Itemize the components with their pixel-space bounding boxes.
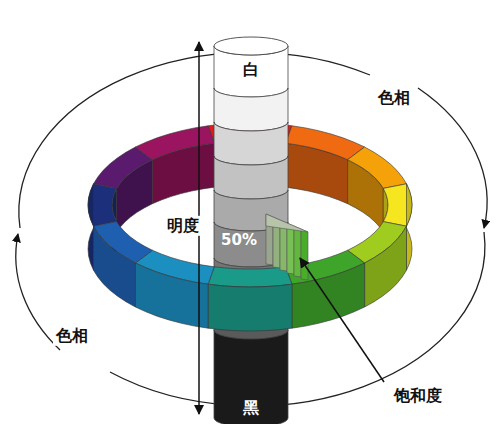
saturation-step	[287, 223, 294, 274]
saturation-top	[266, 214, 308, 232]
column-top	[214, 37, 288, 55]
hue-ring-front	[88, 184, 412, 331]
column-band	[214, 122, 288, 165]
brightness-column	[214, 37, 288, 424]
label-text: 饱和度	[391, 386, 445, 406]
column-band	[214, 156, 288, 199]
ring-top-segment	[286, 126, 365, 160]
column-band	[214, 88, 288, 131]
ring-outer-wall	[135, 263, 208, 328]
ring-outer-wall	[407, 184, 413, 270]
saturation-step	[294, 226, 301, 277]
label-text: 黑	[243, 399, 259, 417]
hue-ring-back	[88, 123, 412, 266]
label-text: 色相	[375, 88, 413, 108]
label-text: 色相	[53, 326, 91, 346]
label-text: 白	[243, 61, 259, 79]
label-text: 明度	[164, 216, 202, 236]
ring-outer-wall	[208, 284, 292, 331]
ring-outer-wall	[365, 226, 407, 307]
hue-orbit	[19, 52, 370, 228]
label-text: 50%	[221, 232, 257, 249]
ring-top-segment	[348, 147, 407, 188]
ring-outer-wall	[94, 226, 136, 307]
saturation-leader	[300, 258, 384, 382]
ring-top-segment	[208, 267, 292, 287]
column-band	[214, 330, 288, 424]
saturation-wedge	[266, 214, 308, 280]
ring-top-segment	[135, 126, 214, 160]
ring-outer-wall	[88, 184, 94, 270]
saturation-step	[301, 229, 308, 280]
hue-orbit	[418, 88, 487, 228]
